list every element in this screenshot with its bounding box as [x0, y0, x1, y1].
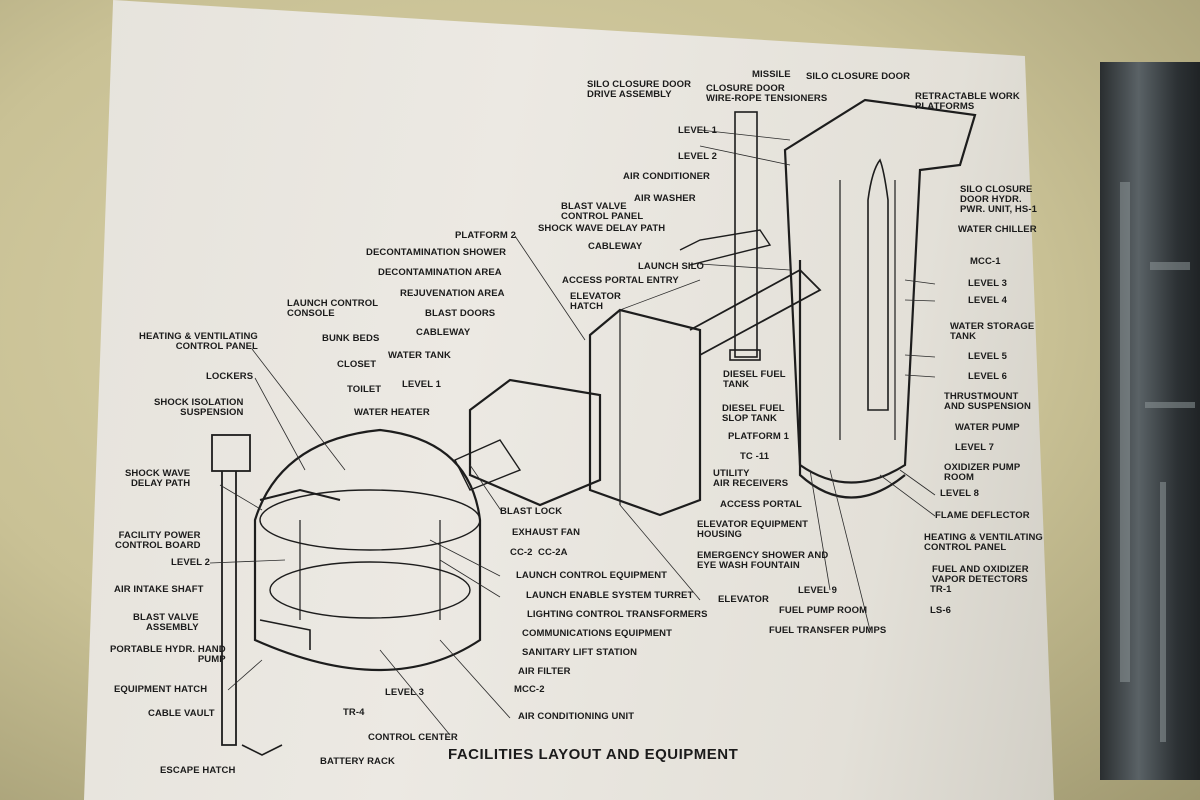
label-exhaust-fan: EXHAUST FAN — [512, 527, 581, 538]
label-lighting-control: LIGHTING CONTROL TRANSFORMERS — [527, 609, 708, 620]
label-emergency-shower: EMERGENCY SHOWER AND EYE WASH FOUNTAIN — [697, 550, 829, 571]
label-equipment-hatch: EQUIPMENT HATCH — [114, 684, 208, 695]
label-missile: MISSILE — [752, 69, 791, 80]
poster-canvas — [84, 0, 1054, 800]
label-shock-isolation: SHOCK ISOLATION SUSPENSION — [154, 397, 244, 418]
label-level-5: LEVEL 5 — [968, 351, 1008, 362]
label-tc-11: TC -11 — [740, 451, 770, 462]
label-rejuvenation-area: REJUVENATION AREA — [400, 288, 505, 299]
label-level-6: LEVEL 6 — [968, 371, 1008, 382]
label-level-3-right: LEVEL 3 — [968, 278, 1008, 289]
label-retractable-work-platforms: RETRACTABLE WORK PLATFORMS — [915, 91, 1020, 112]
label-mcc-1: MCC-1 — [970, 256, 1001, 267]
label-tr-1: TR-1 — [930, 584, 952, 595]
label-water-chiller: WATER CHILLER — [958, 224, 1037, 235]
label-cc-2: CC-2 CC-2A — [510, 547, 568, 558]
label-launch-silo: LAUNCH SILO — [638, 261, 705, 272]
label-silo-closure-door: SILO CLOSURE DOOR — [806, 71, 911, 82]
label-blast-valve-control-panel: BLAST VALVE CONTROL PANEL — [561, 201, 644, 222]
label-portable-hydr-pump: PORTABLE HYDR. HAND PUMP — [110, 644, 226, 665]
label-fuel-transfer-pumps: FUEL TRANSFER PUMPS — [769, 625, 887, 636]
label-water-heater: WATER HEATER — [354, 407, 430, 418]
label-closet: CLOSET — [337, 359, 377, 370]
label-toilet: TOILET — [347, 384, 382, 395]
label-communications-equipment: COMMUNICATIONS EQUIPMENT — [522, 628, 672, 639]
label-ls-6: LS-6 — [930, 605, 951, 616]
label-oxidizer-pump-room: OXIDIZER PUMP ROOM — [944, 462, 1021, 483]
label-heating-vent-panel-right: HEATING & VENTILATING CONTROL PANEL — [924, 532, 1043, 553]
label-air-filter: AIR FILTER — [518, 666, 571, 677]
label-elevator: ELEVATOR — [718, 594, 769, 605]
label-tr-4: TR-4 — [343, 707, 365, 718]
label-air-conditioning-unit: AIR CONDITIONING UNIT — [518, 711, 635, 722]
label-escape-hatch: ESCAPE HATCH — [160, 765, 236, 776]
label-level-2-top: LEVEL 2 — [678, 151, 718, 162]
label-level-4: LEVEL 4 — [968, 295, 1008, 306]
label-level-7: LEVEL 7 — [955, 442, 995, 453]
label-level-8: LEVEL 8 — [940, 488, 980, 499]
label-air-conditioner: AIR CONDITIONER — [623, 171, 710, 182]
label-heating-vent-panel-left: HEATING & VENTILATING CONTROL PANEL — [139, 331, 258, 352]
label-launch-enable: LAUNCH ENABLE SYSTEM TURRET — [526, 590, 694, 601]
label-level-1-mid: LEVEL 1 — [402, 379, 442, 390]
label-diesel-fuel-tank: DIESEL FUEL TANK — [723, 369, 786, 390]
label-silo-closure-hydr: SILO CLOSURE DOOR HYDR. PWR. UNIT, HS-1 — [960, 184, 1037, 215]
label-water-tank: WATER TANK — [388, 350, 451, 361]
label-cableway-top: CABLEWAY — [588, 241, 643, 252]
label-air-washer: AIR WASHER — [634, 193, 696, 204]
label-lockers: LOCKERS — [206, 371, 254, 382]
blast-lock-block — [468, 378, 602, 507]
label-level-3-left: LEVEL 3 — [385, 687, 425, 698]
launch-silo-outline — [783, 98, 977, 484]
label-launch-control-console: LAUNCH CONTROL CONSOLE — [287, 298, 379, 319]
label-blast-lock: BLAST LOCK — [500, 506, 563, 517]
label-launch-control-equipment: LAUNCH CONTROL EQUIPMENT — [516, 570, 668, 581]
label-facility-power: FACILITY POWER CONTROL BOARD — [115, 530, 201, 551]
label-diesel-fuel-slop: DIESEL FUEL SLOP TANK — [722, 403, 785, 424]
label-fuel-pump-room: FUEL PUMP ROOM — [779, 605, 868, 616]
missile-shape — [867, 158, 889, 411]
label-mcc-2: MCC-2 — [514, 684, 545, 695]
label-thrustmount: THRUSTMOUNT AND SUSPENSION — [944, 391, 1031, 412]
label-cableway-mid: CABLEWAY — [416, 327, 471, 338]
label-elevator-equipment: ELEVATOR EQUIPMENT HOUSING — [697, 519, 809, 540]
label-level-9: LEVEL 9 — [798, 585, 838, 596]
label-level-2-left: LEVEL 2 — [171, 557, 211, 568]
label-battery-rack: BATTERY RACK — [320, 756, 395, 767]
label-silo-closure-door-drive: SILO CLOSURE DOOR DRIVE ASSEMBLY — [587, 79, 692, 100]
label-level-1-top: LEVEL 1 — [678, 125, 718, 136]
label-bunk-beds: BUNK BEDS — [322, 333, 380, 344]
label-sanitary-lift: SANITARY LIFT STATION — [522, 647, 638, 658]
label-closure-door-tensioners: CLOSURE DOOR WIRE-ROPE TENSIONERS — [706, 83, 828, 104]
label-control-center: CONTROL CENTER — [368, 732, 458, 743]
label-access-portal-entry: ACCESS PORTAL ENTRY — [562, 275, 679, 286]
adjacent-canvas-print — [1100, 62, 1200, 780]
label-water-pump: WATER PUMP — [955, 422, 1020, 433]
control-center-dome — [253, 428, 482, 672]
label-utility-air: UTILITY AIR RECEIVERS — [713, 468, 789, 489]
label-decontamination-area: DECONTAMINATION AREA — [378, 267, 502, 278]
label-blast-valve-assembly: BLAST VALVE ASSEMBLY — [133, 612, 199, 633]
label-cable-vault: CABLE VAULT — [148, 708, 215, 719]
label-fuel-oxidizer-detectors: FUEL AND OXIDIZER VAPOR DETECTORS — [932, 564, 1029, 585]
label-water-storage-tank: WATER STORAGE TANK — [950, 321, 1035, 342]
label-air-intake-shaft: AIR INTAKE SHAFT — [114, 584, 204, 595]
label-blast-doors: BLAST DOORS — [425, 308, 496, 319]
poster-title: FACILITIES LAYOUT AND EQUIPMENT — [448, 746, 739, 763]
label-decontamination-shower: DECONTAMINATION SHOWER — [366, 247, 507, 258]
label-shock-wave-delay-path-left: SHOCK WAVE DELAY PATH — [125, 468, 191, 489]
label-access-portal: ACCESS PORTAL — [720, 499, 802, 510]
label-shock-wave-delay-path-top: SHOCK WAVE DELAY PATH — [538, 223, 666, 234]
label-flame-deflector: FLAME DEFLECTOR — [935, 510, 1030, 521]
access-portal-block — [588, 308, 702, 517]
label-elevator-hatch: ELEVATOR HATCH — [570, 291, 621, 312]
label-platform-2: PLATFORM 2 — [455, 230, 516, 241]
label-platform-1: PLATFORM 1 — [728, 431, 789, 442]
